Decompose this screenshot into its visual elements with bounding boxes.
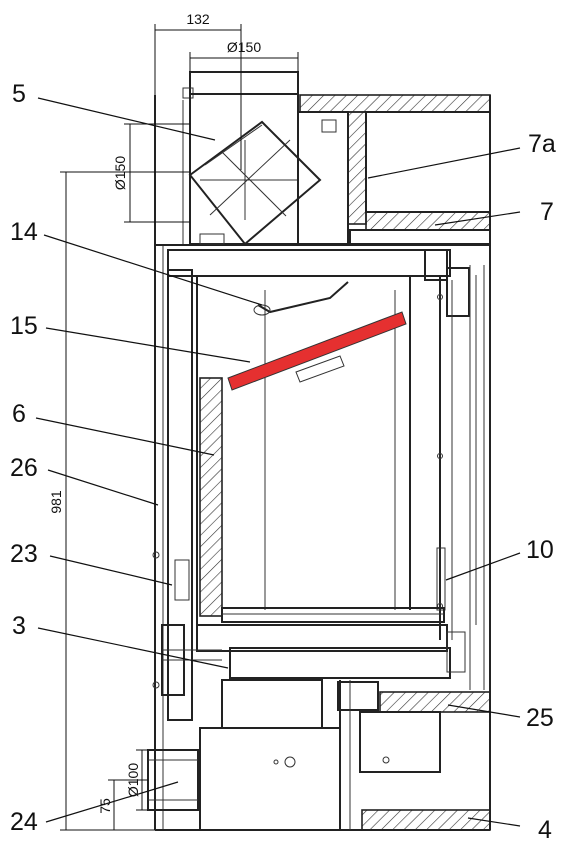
combustion-chamber xyxy=(167,249,477,690)
dim-flue-diameter-side: Ø150 xyxy=(112,156,128,190)
callout-24: 24 xyxy=(10,808,38,836)
side-air-control xyxy=(152,269,222,721)
dim-air-inlet-height: 75 xyxy=(97,798,113,814)
dimension-lines xyxy=(60,24,299,831)
dim-air-inlet-diameter: Ø100 xyxy=(125,763,141,797)
dim-total-height: 981 xyxy=(48,490,64,514)
callout-leaders xyxy=(35,97,521,827)
callout-4: 4 xyxy=(538,816,552,844)
callout-14: 14 xyxy=(10,218,38,246)
top-insulation xyxy=(299,94,491,245)
callout-26: 26 xyxy=(10,454,38,482)
dim-flue-diameter-top: Ø150 xyxy=(227,39,261,55)
stove-base xyxy=(147,679,491,831)
callout-25: 25 xyxy=(526,704,554,732)
callout-3: 3 xyxy=(12,612,26,640)
callout-7: 7 xyxy=(540,198,554,226)
dim-top-width: 132 xyxy=(186,11,210,27)
grate-ashpan xyxy=(196,607,466,679)
callout-7a: 7a xyxy=(528,130,556,158)
callout-10: 10 xyxy=(526,536,554,564)
side-firebrick xyxy=(199,377,223,617)
callout-23: 23 xyxy=(10,540,38,568)
callout-15: 15 xyxy=(10,312,38,340)
smoke-deflector xyxy=(253,281,349,316)
baffle-plate xyxy=(227,311,407,391)
callout-5: 5 xyxy=(12,80,26,108)
callout-6: 6 xyxy=(12,400,26,428)
